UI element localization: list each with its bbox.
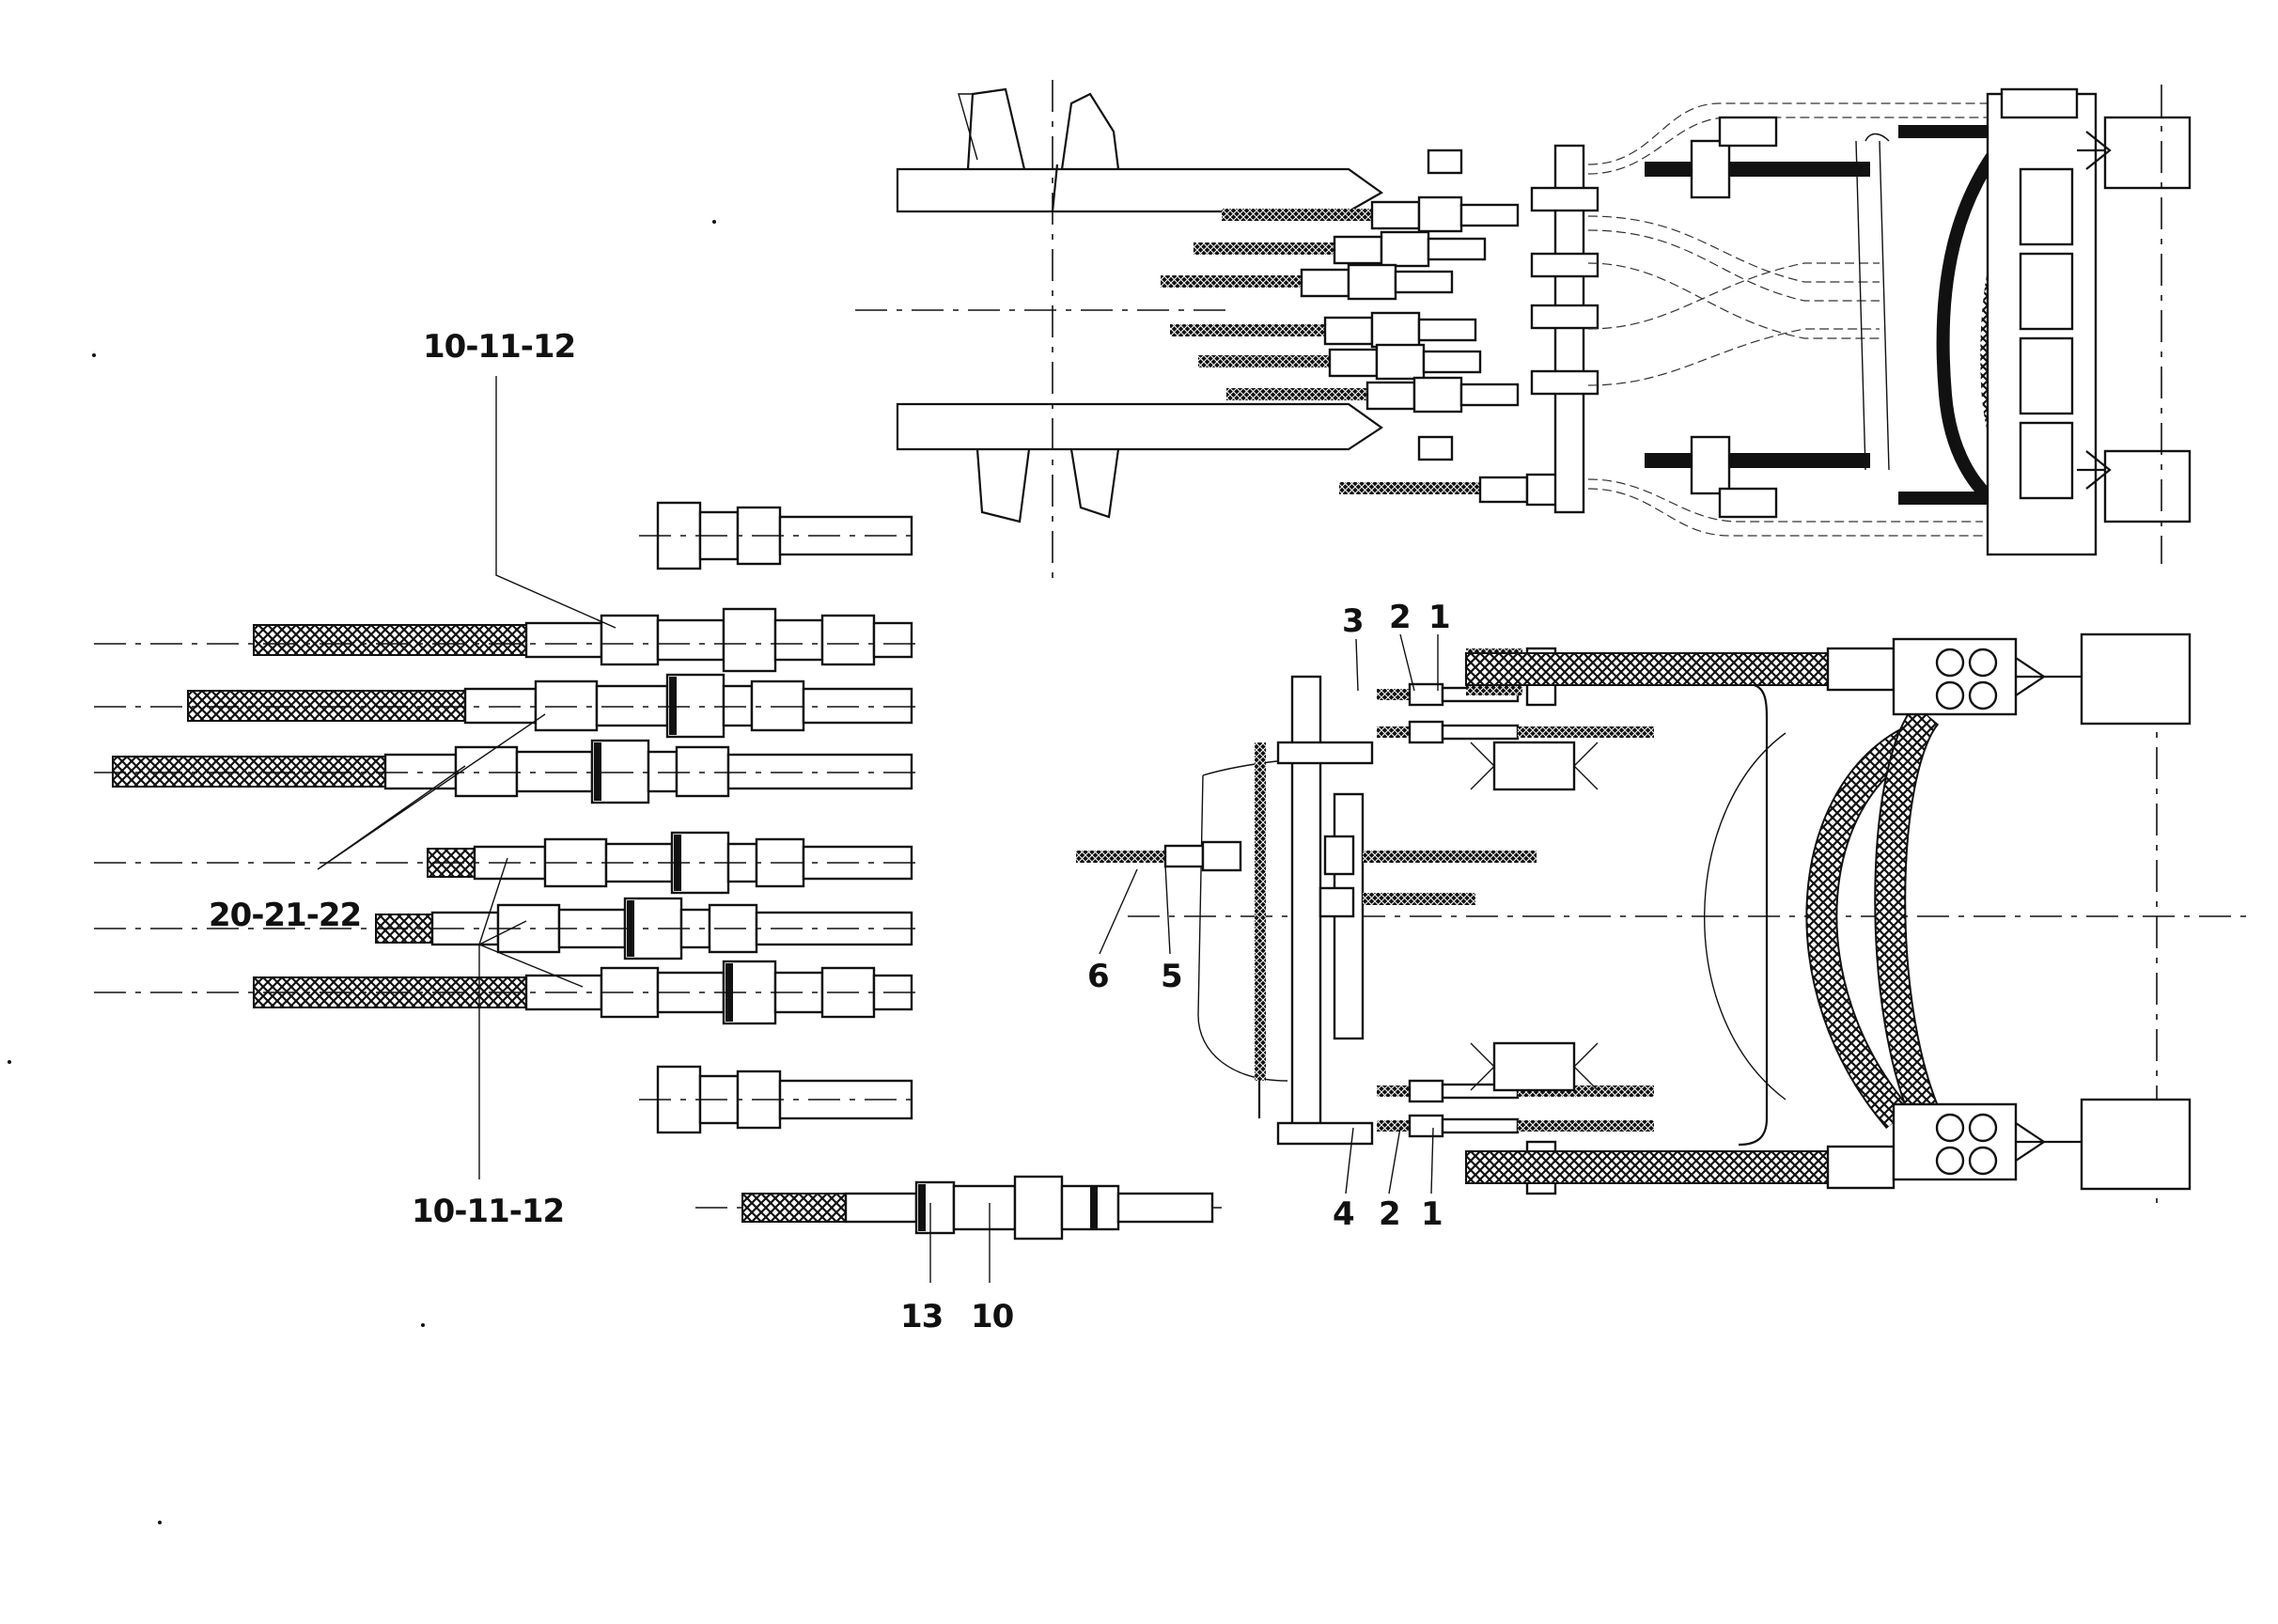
callout-right-top-2: 2 <box>1389 599 1411 636</box>
top-hoses <box>1161 209 1480 494</box>
scan-specks <box>8 220 716 1524</box>
callout-labels: 10-11-12 20-21-22 10-11-12 13 10 3 2 1 6… <box>209 328 1451 1335</box>
callout-right-bot-2: 2 <box>1379 1195 1400 1233</box>
callout-right-mid-5: 5 <box>1161 958 1182 995</box>
callout-right-bot-4: 4 <box>1333 1195 1354 1233</box>
bottom-assembly <box>1076 632 2255 1203</box>
boom-bracket-lower <box>896 402 1383 523</box>
callout-right-bot-1: 1 <box>1421 1195 1443 1233</box>
left-leaders <box>317 376 991 1283</box>
hose-row-1 <box>253 607 913 673</box>
bottom-cross-hoses <box>1076 742 1537 1081</box>
bottom-long-hoses <box>1465 647 1946 1190</box>
hose-row-3 <box>112 739 913 804</box>
coupling-row-b <box>639 1065 916 1134</box>
top-clamps <box>1690 116 1778 519</box>
callout-left-top: 10-11-12 <box>423 328 575 366</box>
top-fittings <box>1300 148 1576 507</box>
callout-right-mid-6: 6 <box>1087 958 1109 995</box>
callout-bottom-10: 10 <box>971 1298 1014 1335</box>
boom-bracket-upper <box>896 87 1384 213</box>
bottom-valve-blocks <box>1892 632 2192 1191</box>
top-assembly <box>855 80 2192 583</box>
coupling-row-a <box>639 501 916 570</box>
left-fittings <box>94 501 1222 1241</box>
hose-row-2 <box>187 673 913 739</box>
right-leaders <box>1099 633 1439 1195</box>
callout-right-top-3: 3 <box>1342 602 1364 640</box>
coupling-row-c <box>695 1175 1222 1241</box>
bottom-mount-plates <box>1257 675 1374 1146</box>
bottom-lower-rows <box>1377 1079 1654 1138</box>
callout-left-bottom: 10-11-12 <box>412 1193 564 1230</box>
top-mount-bar <box>1530 144 1599 514</box>
callout-right-top-1: 1 <box>1428 599 1450 636</box>
callout-bottom-13: 13 <box>900 1298 943 1335</box>
callout-left-mid: 20-21-22 <box>209 897 361 934</box>
top-valve-block <box>1986 87 2192 556</box>
